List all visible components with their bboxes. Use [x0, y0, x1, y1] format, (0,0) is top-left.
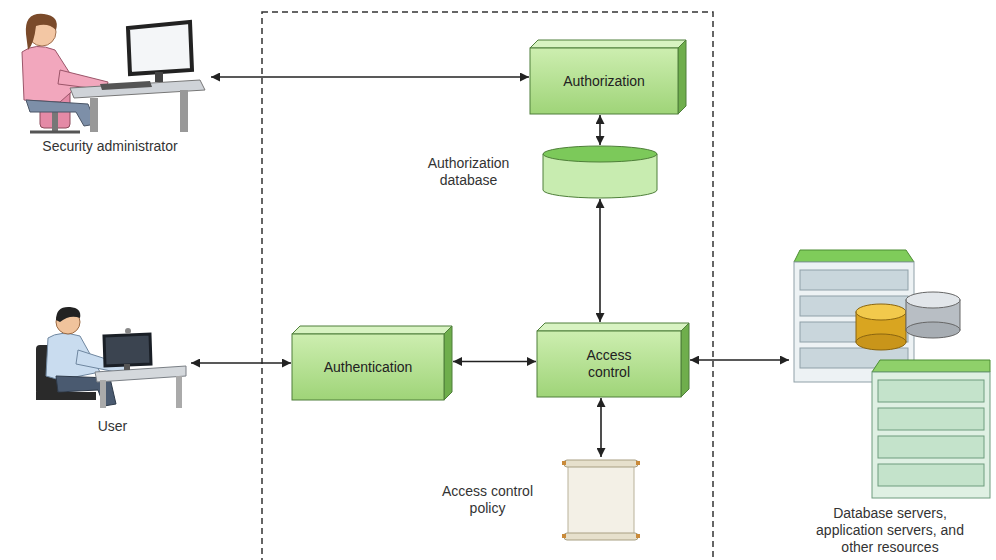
figure-node: Database servers, application servers, a…	[790, 248, 990, 556]
scroll-outline	[562, 458, 640, 542]
cylinder-outline	[543, 146, 657, 198]
figure-caption: Security administrator	[42, 138, 177, 155]
connector-arrow	[600, 398, 602, 457]
connector-arrow	[599, 199, 601, 322]
figure-node: User	[35, 300, 190, 435]
user-illustration	[36, 307, 186, 408]
shape-label: Access control policy	[425, 483, 550, 517]
figure-caption: Database servers, application servers, a…	[815, 505, 965, 556]
connector-arrow	[599, 115, 601, 145]
database-cylinder: Authorization database	[543, 146, 657, 198]
connector-arrow	[191, 362, 291, 364]
connector-arrow	[690, 359, 789, 361]
connector-arrow	[453, 361, 536, 363]
administrator-illustration	[22, 14, 205, 132]
server-illustration	[794, 250, 990, 498]
coin-stacks	[856, 292, 960, 350]
box-label: Access control	[563, 347, 655, 381]
system-boundary	[262, 12, 713, 560]
box-label: Authorization	[557, 73, 651, 90]
figure-node: Security administrator	[10, 5, 210, 155]
connector-arrow	[211, 76, 529, 78]
box-label: Authentication	[318, 359, 419, 376]
process-box: Authentication	[292, 326, 452, 400]
figure-caption: User	[98, 418, 128, 435]
shape-label: Authorization database	[406, 155, 531, 189]
process-box: Access control	[537, 323, 689, 397]
policy-scroll: Access control policy	[562, 458, 640, 542]
process-box: Authorization	[530, 40, 686, 114]
